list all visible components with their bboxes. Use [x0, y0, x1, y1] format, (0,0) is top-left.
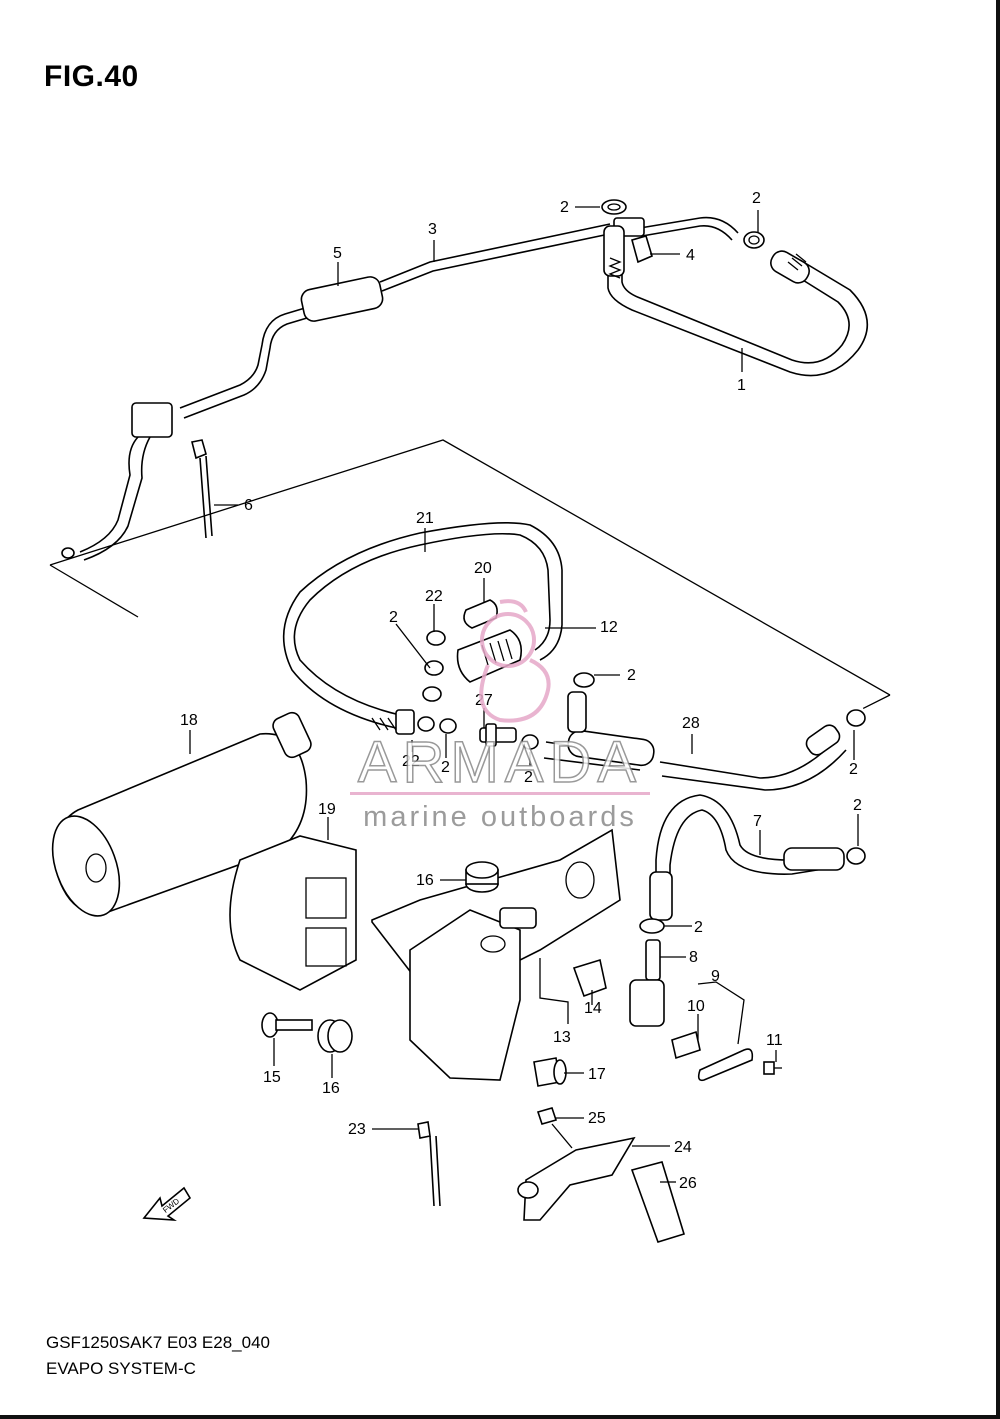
callout-16-b: 16 — [322, 1080, 340, 1097]
figure-title: FIG.40 — [44, 60, 139, 93]
armada-watermark: ARMADA marine outboards — [350, 599, 650, 833]
callout-22-b: 22 — [402, 753, 420, 770]
callout-25: 25 — [588, 1110, 606, 1127]
hose-7 — [649, 794, 845, 921]
callout-13: 13 — [553, 1029, 571, 1046]
clamp-2-right-a — [846, 709, 866, 727]
grommet-16-top — [465, 861, 499, 893]
bracket-9 — [697, 1048, 754, 1082]
armada-logo-icon — [479, 599, 551, 723]
tie-23 — [417, 1121, 441, 1207]
clamp-2-top-left — [601, 199, 627, 215]
drawing-code: GSF1250SAK7 E03 E28_040 — [46, 1333, 270, 1352]
callout-24: 24 — [674, 1139, 692, 1156]
callout-2-h: 2 — [853, 797, 862, 814]
bracket-13 — [371, 828, 621, 1081]
cover-19 — [229, 835, 357, 991]
callout-18: 18 — [180, 712, 198, 729]
callout-16-a: 16 — [416, 872, 434, 889]
rear-pipe-section — [61, 402, 173, 561]
canister-18 — [51, 711, 312, 917]
assembly-plane-outline — [49, 439, 891, 716]
callout-1: 1 — [737, 377, 746, 394]
callout-15: 15 — [263, 1069, 281, 1086]
callout-2-b: 2 — [752, 190, 761, 207]
callout-9: 9 — [711, 968, 720, 985]
clip-14 — [572, 958, 607, 998]
callout-labels: 1 2 2 3 4 5 6 21 20 22 2 12 2 18 27 28 2… — [180, 190, 862, 1192]
callout-4: 4 — [686, 247, 695, 264]
callout-2-f: 2 — [524, 769, 533, 786]
bolt-25 — [536, 1107, 573, 1149]
damper-5 — [300, 276, 384, 322]
clamp-2-top-right — [743, 231, 765, 249]
callout-3: 3 — [428, 221, 437, 238]
cable-tie-6 — [191, 439, 213, 539]
callout-21: 21 — [416, 510, 434, 527]
clamps-22-2 — [417, 630, 539, 750]
watermark-brand: ARMADA — [358, 730, 642, 795]
bracket-24 — [517, 1136, 636, 1221]
callout-14: 14 — [584, 1000, 602, 1017]
clamp-4 — [631, 235, 653, 264]
clamp-2-right-b — [846, 847, 866, 865]
bolt-15 — [261, 1012, 313, 1038]
callout-17: 17 — [588, 1066, 606, 1083]
fitting-upper — [567, 672, 595, 733]
hose-20 — [463, 599, 498, 629]
watermark-tagline: marine outboards — [363, 801, 637, 833]
hose-28 — [543, 724, 847, 791]
callout-19: 19 — [318, 801, 336, 818]
system-name: EVAPO SYSTEM-C — [46, 1359, 196, 1378]
pad-26 — [630, 1161, 685, 1243]
callout-6: 6 — [244, 497, 253, 514]
cushion-17 — [533, 1057, 567, 1087]
callout-2-a: 2 — [560, 199, 569, 216]
callout-7: 7 — [753, 813, 762, 830]
callout-12: 12 — [600, 619, 618, 636]
callout-20: 20 — [474, 560, 492, 577]
bolt-11 — [763, 1061, 782, 1075]
callout-11: 11 — [766, 1032, 783, 1049]
callout-2-c: 2 — [389, 609, 398, 626]
clamp-2-mid — [639, 918, 665, 934]
grommet-16-side — [317, 1019, 353, 1053]
joint-27 — [479, 723, 517, 747]
frame-border-right — [996, 0, 1000, 1419]
callout-26: 26 — [679, 1175, 697, 1192]
callout-28: 28 — [682, 715, 700, 732]
clip-10 — [671, 1030, 701, 1060]
callout-23: 23 — [348, 1121, 366, 1138]
valve-8 — [629, 939, 665, 1027]
callout-10: 10 — [687, 998, 705, 1015]
fwd-arrow-icon: FWD — [142, 1186, 192, 1221]
callout-2-e: 2 — [441, 759, 450, 776]
leader-lines — [189, 206, 859, 1183]
frame-border-bottom — [0, 1415, 1000, 1419]
hose-1 — [603, 225, 869, 377]
callout-5: 5 — [333, 245, 342, 262]
callout-2-i: 2 — [694, 919, 703, 936]
callout-22-a: 22 — [425, 588, 443, 605]
hose-21 — [282, 522, 563, 735]
vent-pipe-3 — [179, 216, 739, 419]
callout-2-d: 2 — [627, 667, 636, 684]
callout-8: 8 — [689, 949, 698, 966]
callout-2-g: 2 — [849, 761, 858, 778]
